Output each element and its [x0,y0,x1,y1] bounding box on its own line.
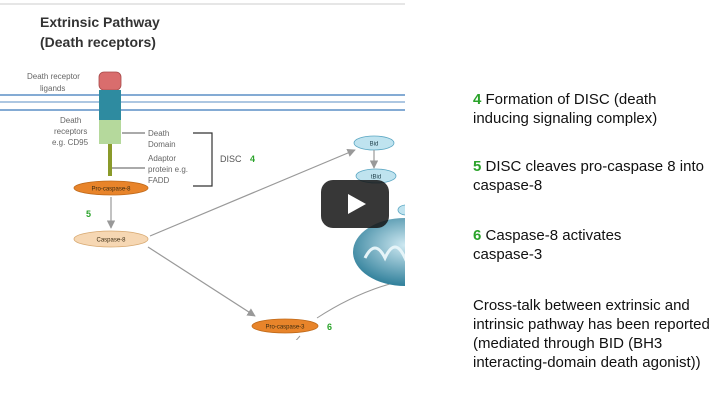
note-step-5: 5 DISC cleaves pro-caspase 8 into caspas… [473,157,713,195]
note-crosstalk: Cross-talk between extrinsic and intrins… [473,296,719,372]
note-6-number: 6 [473,227,482,244]
caspase3-outgoing-arrow [316,279,405,319]
step-4-marker: 4 [250,154,255,164]
death-domain-block [99,120,121,144]
disc-label: DISC [220,154,242,164]
bid-label: Bid [370,142,379,148]
pro-caspase-8-node [73,180,149,196]
partial-node [397,204,405,216]
tbid-label: tBid [371,175,381,181]
pro-caspase-3-node [251,318,319,334]
play-icon[interactable] [321,180,389,228]
note-4-number: 4 [473,91,482,108]
pro-caspase-8-label: Pro-caspase-8 [91,187,131,193]
death-receptor-transmembrane [99,90,121,120]
note-5-number: 5 [473,158,482,175]
death-domain-label-line2: Domain [148,140,176,149]
note-crosstalk-text: Cross-talk between extrinsic and intrins… [473,297,710,371]
caspase-8-label: Caspase-8 [96,238,126,244]
receptor-label-line2: receptors [54,127,87,136]
ligand-label-line2: ligands [40,84,65,93]
death-domain-label-line1: Death [148,129,169,138]
adaptor-label-line2: protein e.g. [148,165,188,174]
mitochondrion-cristae [363,245,405,262]
slide-title: Extrinsic Pathway [40,14,160,30]
receptor-label-line3: e.g. CD95 [52,138,89,147]
note-5-text: DISC cleaves pro-caspase 8 into caspase-… [473,158,704,194]
pro-caspase-3-label: Pro-caspase-3 [265,325,305,331]
note-6-text: Caspase-8 activates caspase-3 [473,227,622,263]
adaptor-stem [108,144,112,176]
adaptor-label-line1: Adaptor [148,154,176,163]
note-step-4: 4 Formation of DISC (death inducing sign… [473,90,713,128]
note-step-6: 6 Caspase-8 activates caspase-3 [473,226,673,264]
slide-subtitle: (Death receptors) [40,34,156,50]
mitochondrion-shape [353,218,405,286]
step-5-marker: 5 [86,209,91,219]
disc-bracket [193,132,213,187]
caspase8-to-procaspase3-arrow [147,246,256,317]
note-4-text: Formation of DISC (death inducing signal… [473,91,658,127]
ligand-label-line1: Death receptor [27,72,80,81]
receptor-label-line1: Death [60,116,81,125]
adaptor-label-line3: FADD [148,176,170,185]
caspase8-to-bid-arrow [149,149,356,237]
step-6-marker: 6 [327,322,332,332]
caspase-8-node [73,230,149,248]
caspase3-lower-arrow [295,335,301,340]
death-receptor-ligand [98,71,122,91]
